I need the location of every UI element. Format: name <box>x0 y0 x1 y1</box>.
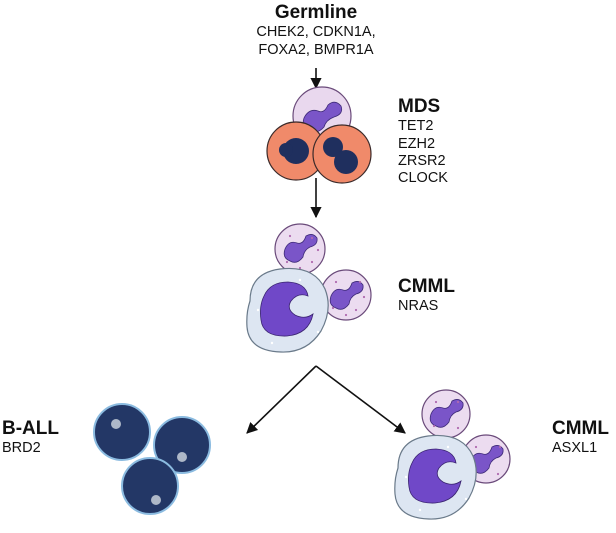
mds-gene-3: ZRSR2 <box>398 152 446 169</box>
mds-gene-2: EZH2 <box>398 135 436 152</box>
cmml-lower-cells <box>394 389 511 520</box>
mds-label: MDS TET2 EZH2 ZRSR2 CLOCK <box>398 96 448 187</box>
germline-label: Germline CHEK2, CDKN1A, FOXA2, BMPR1A <box>236 2 396 59</box>
cmml-lower-title: CMML <box>552 418 609 439</box>
mds-gene-4: CLOCK <box>398 169 448 186</box>
b-all-label: B-ALL BRD2 <box>2 418 59 458</box>
b-all-gene: BRD2 <box>2 440 41 457</box>
cmml-upper-title: CMML <box>398 276 455 297</box>
arrow-cmml-to-cmml <box>315 365 406 434</box>
mds-gene-1: TET2 <box>398 118 434 135</box>
germline-genes-line2: FOXA2, BMPR1A <box>258 41 374 58</box>
cmml-lower-label: CMML ASXL1 <box>552 418 609 458</box>
germline-genes-line1: CHEK2, CDKN1A, <box>256 24 376 41</box>
cmml-lower-gene: ASXL1 <box>552 440 598 457</box>
germline-title: Germline <box>274 2 358 23</box>
mds-cell-cluster <box>266 86 372 184</box>
lymphoblast-3 <box>121 457 179 515</box>
mds-title: MDS <box>398 96 441 117</box>
b-all-cells <box>93 403 211 515</box>
cmml-upper-cells <box>246 223 372 353</box>
lymphoblast-2 <box>153 416 211 474</box>
cmml-upper-gene: NRAS <box>398 298 439 315</box>
lymphoblast-1 <box>93 403 151 461</box>
arrow-cmml-to-ball <box>246 365 317 434</box>
cmml-upper-label: CMML NRAS <box>398 276 455 316</box>
b-all-title: B-ALL <box>2 418 59 439</box>
